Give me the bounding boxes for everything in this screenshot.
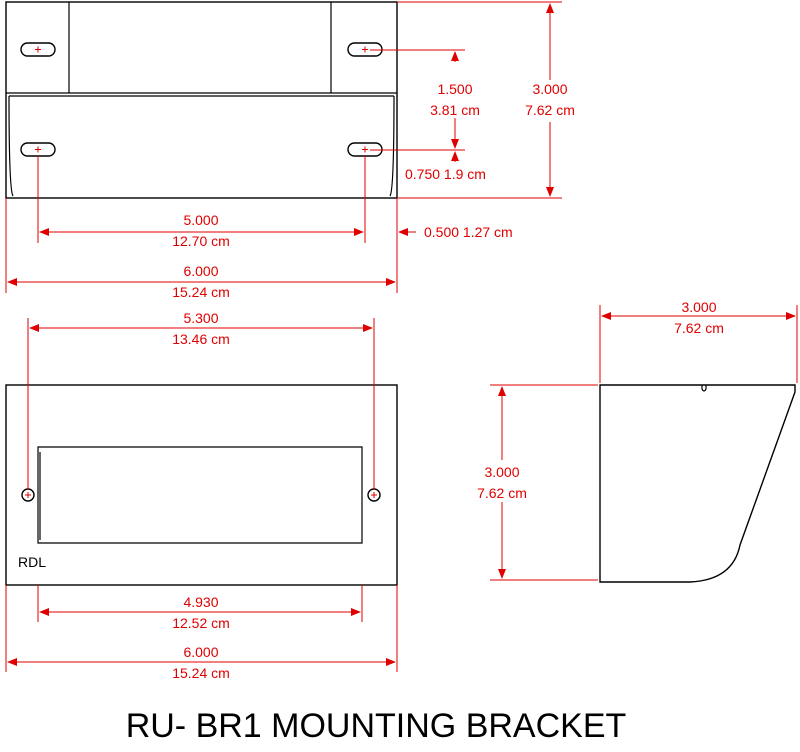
rdl-mark: RDL [18,554,46,570]
dim-slot-spacing-in: 1.500 [437,81,472,97]
front-view-opening [37,446,363,544]
dim-slot-offset: 0.750 1.9 cm [405,166,486,182]
dim-front-width-cm: 15.24 cm [172,665,230,681]
dim-slot-horizontal-cm: 12.70 cm [172,233,230,249]
top-view-bend-left [8,95,14,197]
dim-edge-offset: 0.500 1.27 cm [424,224,513,240]
dim-opening-in: 4.930 [183,594,218,610]
drawing-title: RU- BR1 MOUNTING BRACKET [126,707,627,745]
dim-hole-spacing-cm: 13.46 cm [172,331,230,347]
dim-side-height-cm: 7.62 cm [477,485,527,501]
dim-slot-spacing-cm: 3.81 cm [430,102,480,118]
side-view: 3.000 7.62 cm 3.000 7.62 cm [477,299,798,583]
dim-side-height-in: 3.000 [484,464,519,480]
top-view-outline [5,1,398,199]
dim-slot-horizontal-in: 5.000 [183,212,218,228]
side-view-notch [701,385,707,392]
slot-center-marks [35,46,368,153]
dim-hole-spacing-in: 5.300 [183,310,218,326]
dim-front-width-in: 6.000 [183,644,218,660]
top-view: 1.500 3.81 cm 0.750 1.9 cm 3.000 7.62 cm… [5,1,575,300]
dim-opening-cm: 12.52 cm [172,615,230,631]
front-view: RDL 5.300 13.46 cm 4.930 12.52 cm 6.000 … [5,310,398,681]
side-view-profile [599,384,796,583]
dim-depth-cm: 7.62 cm [674,320,724,336]
dim-width-cm: 15.24 cm [172,284,230,300]
front-view-outline [5,384,398,586]
dim-height-cm: 7.62 cm [525,102,575,118]
top-view-bend-right [389,95,395,197]
hole-center-marks [25,492,377,498]
dim-width-in: 6.000 [183,263,218,279]
dim-depth-in: 3.000 [681,299,716,315]
dim-height-in: 3.000 [532,81,567,97]
